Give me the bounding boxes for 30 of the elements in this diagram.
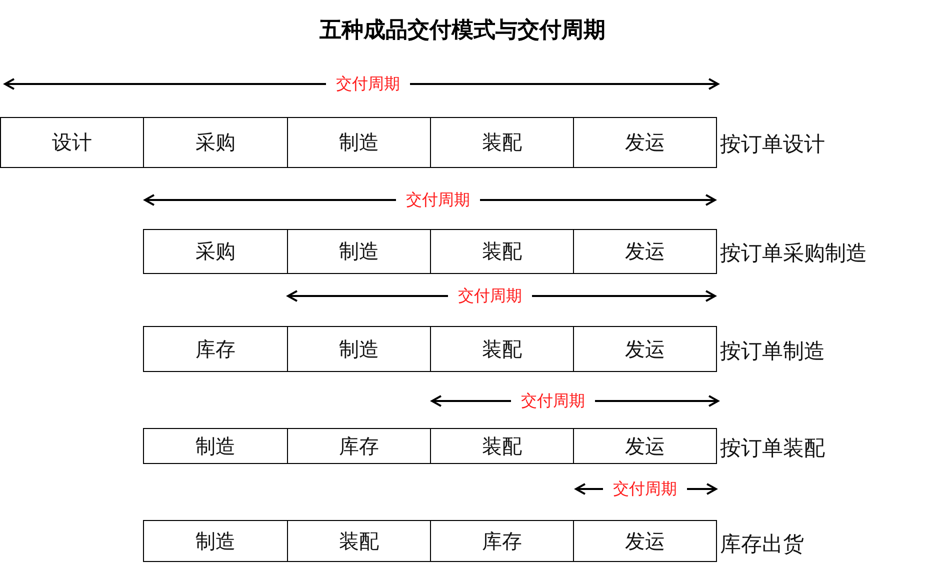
step-box: 制造 [287,229,431,274]
step-box: 装配 [430,326,574,372]
cycle-label: 交付周期 [521,393,585,409]
step-box: 装配 [430,117,574,168]
step-box: 库存 [430,520,574,562]
title: 五种成品交付模式与交付周期 [318,20,606,42]
step-box: 装配 [287,520,431,562]
step-box: 采购 [143,229,288,274]
step-box: 装配 [430,229,574,274]
step-box: 设计 [0,117,144,168]
row-label: 按订单制造 [720,340,825,362]
step-box: 制造 [287,117,431,168]
step-box: 发运 [573,117,717,168]
step-box: 制造 [143,428,288,464]
step-box: 发运 [573,520,717,562]
step-box: 制造 [143,520,288,562]
step-box: 装配 [430,428,574,464]
step-box: 库存 [287,428,431,464]
step-box: 制造 [287,326,431,372]
cycle-label: 交付周期 [458,288,522,304]
row-label: 按订单采购制造 [720,242,867,264]
cycle-label: 交付周期 [613,481,677,497]
row-label: 按订单装配 [720,438,825,458]
step-box: 采购 [143,117,288,168]
step-box: 发运 [573,326,717,372]
cycle-label: 交付周期 [336,76,400,92]
cycle-label: 交付周期 [406,192,470,208]
step-box: 库存 [143,326,288,372]
step-box: 发运 [573,229,717,274]
step-box: 发运 [573,428,717,464]
